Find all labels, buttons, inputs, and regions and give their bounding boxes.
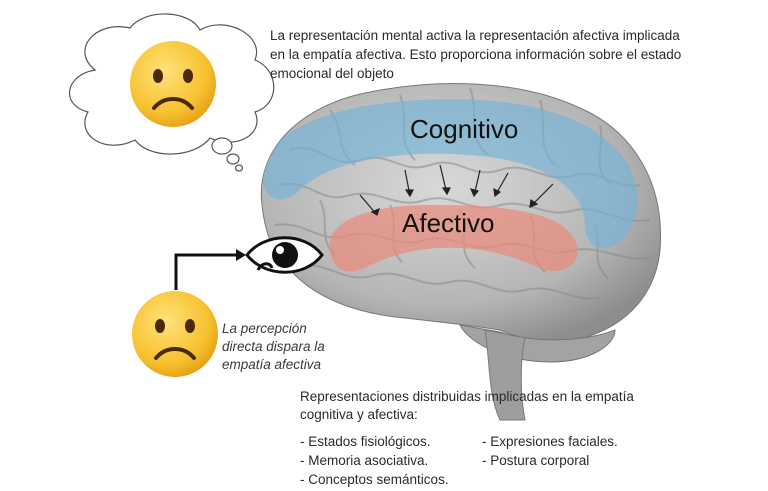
sad-face-icon-top [130, 41, 216, 127]
cognitive-label: Cognitivo [410, 114, 519, 144]
list-item: - Conceptos semánticos. [300, 472, 449, 487]
list-item: - Postura corporal [482, 453, 590, 468]
list-item: - Memoria asociativa. [300, 453, 429, 468]
brain-illustration [260, 83, 662, 421]
perception-caption: La percepción directa dispara la empatía… [222, 321, 325, 372]
eye-icon [245, 236, 324, 274]
sad-face-icon-bottom [132, 291, 218, 377]
bottom-caption: Representaciones distribuidas implicadas… [300, 389, 634, 422]
list-item: - Estados fisiológicos. [300, 434, 431, 449]
top-caption: La representación mental activa la repre… [270, 28, 682, 81]
affective-label: Afectivo [402, 208, 495, 238]
list-item: - Expresiones faciales. [482, 434, 618, 449]
perception-arrow [174, 249, 246, 290]
